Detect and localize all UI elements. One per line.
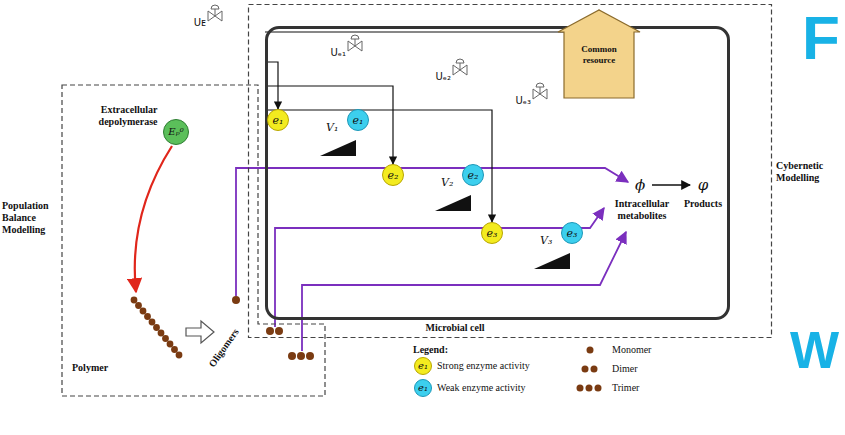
node-symbol: e₃ xyxy=(567,227,578,240)
node-symbol: Eₚ⁰ xyxy=(168,126,183,138)
legend-text: Strong enzyme activity xyxy=(437,360,530,372)
edge-label: Uₑ₁ xyxy=(331,47,347,59)
enzyme-circle: e₂ xyxy=(382,164,404,186)
block-arrow xyxy=(186,321,214,343)
title-fragment: W xyxy=(790,322,839,378)
node-symbol: e₃ xyxy=(487,227,498,240)
region-outline: Population Balance ModellingExtracellula… xyxy=(62,85,325,396)
node-symbol: e₁ xyxy=(353,114,364,127)
rate-label: V₁ xyxy=(326,121,338,134)
node-symbol: e₂ xyxy=(388,169,399,182)
annotation: Intracellular metabolites xyxy=(608,198,676,222)
control-line xyxy=(265,86,393,164)
edge-label: Uₑ₃ xyxy=(516,95,532,107)
node-symbol: e₂ xyxy=(468,169,479,182)
edge-label: Uᴇ xyxy=(194,17,206,29)
enzyme-circle: e₃ xyxy=(561,222,583,244)
microbial-cell: Microbial cellCommon resource xyxy=(265,26,730,320)
uptake-flow xyxy=(236,168,628,351)
depolymerase-action xyxy=(135,146,172,292)
valve-symbol xyxy=(208,5,547,99)
symbol-label: ϕ xyxy=(635,177,645,194)
enzyme-circle: Extracellular depolymeraseEₚ⁰ xyxy=(163,119,189,145)
legend-text: Trimer xyxy=(612,382,639,394)
node-label: Population Balance Modelling xyxy=(2,200,58,236)
legend-dots xyxy=(577,347,602,392)
legend-title: Legend: xyxy=(413,344,448,356)
annotation: Polymer xyxy=(72,362,108,374)
node-label: Cybernetic Modelling xyxy=(776,160,842,184)
oligomer-dots xyxy=(232,296,314,360)
symbol-label: φ xyxy=(698,177,709,194)
swatch-symbol: e₁ xyxy=(418,382,428,394)
node-label: Extracellular depolymerase xyxy=(78,104,158,128)
enzyme-circle: e₃ xyxy=(481,222,503,244)
rate-label: V₂ xyxy=(441,176,453,189)
enzyme-circle: e₁ xyxy=(267,109,289,131)
rate-label: V₃ xyxy=(540,234,552,247)
legend-text: Dimer xyxy=(612,363,638,375)
node-label: Microbial cell xyxy=(400,322,510,334)
legend-text: Monomer xyxy=(612,344,651,356)
control-line xyxy=(265,110,492,222)
rate-triangle xyxy=(320,140,570,269)
legend-text: Weak enzyme activity xyxy=(437,382,526,394)
model-region: Cybernetic ModellingMicrobial cellCommon… xyxy=(248,4,772,338)
enzyme-circle: e₂ xyxy=(462,164,484,186)
annotation: Oligomers xyxy=(206,326,241,369)
swatch-symbol: e₁ xyxy=(418,360,428,372)
product-arrow xyxy=(652,184,690,185)
dashed-outline xyxy=(62,85,325,396)
resource-house: Common resource xyxy=(558,10,640,98)
annotation: Products xyxy=(684,198,722,210)
node-symbol: e₁ xyxy=(273,114,284,127)
dashed-outline xyxy=(248,4,772,338)
enzyme-circle: e₁ xyxy=(347,109,369,131)
polymer-chain xyxy=(131,297,183,359)
title-fragment: F xyxy=(802,6,840,70)
edge-label: Uₑ₂ xyxy=(436,71,452,83)
node-label: Common resource xyxy=(564,44,634,66)
